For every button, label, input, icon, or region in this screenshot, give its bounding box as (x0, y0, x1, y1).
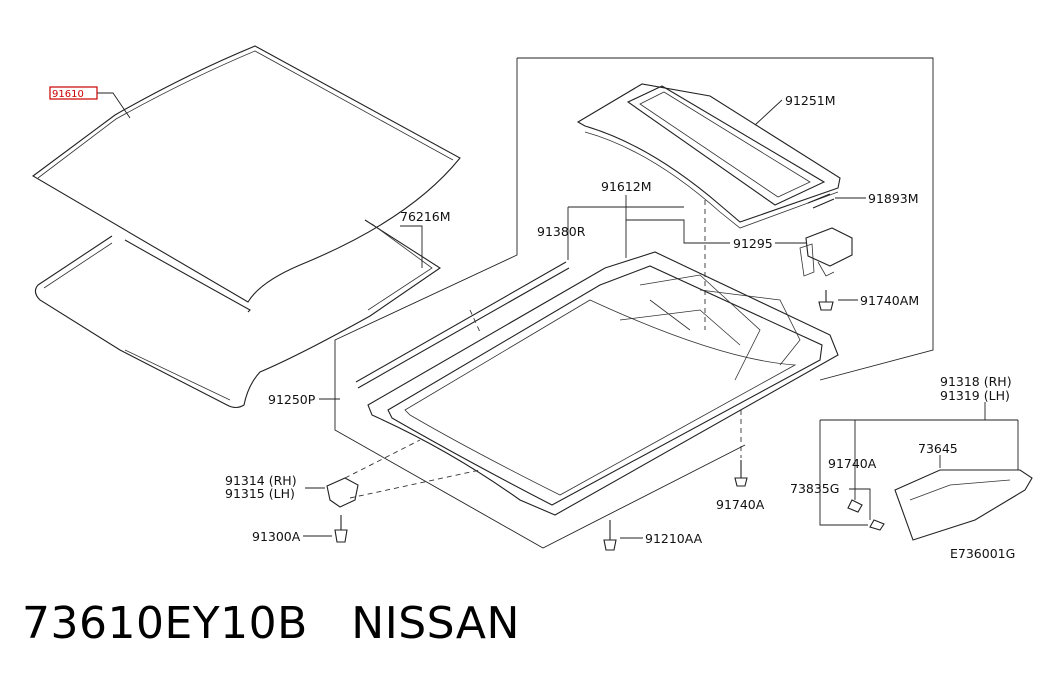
mount-bracket (326, 477, 359, 508)
label-91295: 91295 (733, 236, 773, 251)
sunroof-lid (576, 83, 841, 229)
leader-91612M (567, 195, 730, 260)
leader-76216M (400, 225, 423, 268)
leader-91251M (754, 99, 783, 126)
label-91740AM: 91740AM (860, 293, 919, 308)
label-91612M: 91612M (601, 179, 652, 194)
label-91740A-side: 91740A (828, 456, 877, 471)
alignment-line-5 (469, 309, 481, 333)
brand-name: NISSAN (351, 598, 520, 649)
side-bracket (847, 469, 1033, 541)
label-91318: 91318 (RH) (940, 374, 1012, 389)
frame-seal (355, 261, 570, 389)
label-91380R: 91380R (537, 224, 586, 239)
label-76216M: 76216M (400, 209, 451, 224)
label-diagram-code: E736001G (950, 546, 1015, 561)
label-91210AA: 91210AA (645, 531, 703, 546)
part-caption: 73610EY10B NISSAN (22, 598, 520, 649)
sunroof-frame (367, 251, 839, 516)
label-91250P: 91250P (268, 392, 316, 407)
label-73835G: 73835G (790, 481, 839, 496)
roof-panel (32, 45, 461, 303)
label-91314: 91314 (RH) (225, 473, 297, 488)
label-91251M: 91251M (785, 93, 836, 108)
assembly-outline (334, 57, 934, 549)
mount-bolt (334, 515, 348, 543)
leader-73835G (849, 488, 871, 520)
label-91300A: 91300A (252, 529, 301, 544)
drain-hose (807, 193, 835, 209)
label-91315: 91315 (LH) (225, 486, 295, 501)
alignment-line-4 (349, 469, 481, 499)
part-number: 73610EY10B (22, 598, 308, 649)
frame-bolt (603, 520, 617, 551)
sunroof-motor (799, 227, 853, 277)
roof-weatherstrip (34, 219, 441, 409)
highlight-box (49, 86, 98, 100)
label-91319: 91319 (LH) (940, 388, 1010, 403)
label-91610: 91610 (52, 89, 84, 100)
label-91740A: 91740A (716, 497, 765, 512)
motor-bolt (818, 290, 834, 311)
leader-91610 (97, 92, 131, 119)
label-73645: 73645 (918, 441, 958, 456)
label-91893M: 91893M (868, 191, 919, 206)
screw-center (734, 460, 748, 487)
